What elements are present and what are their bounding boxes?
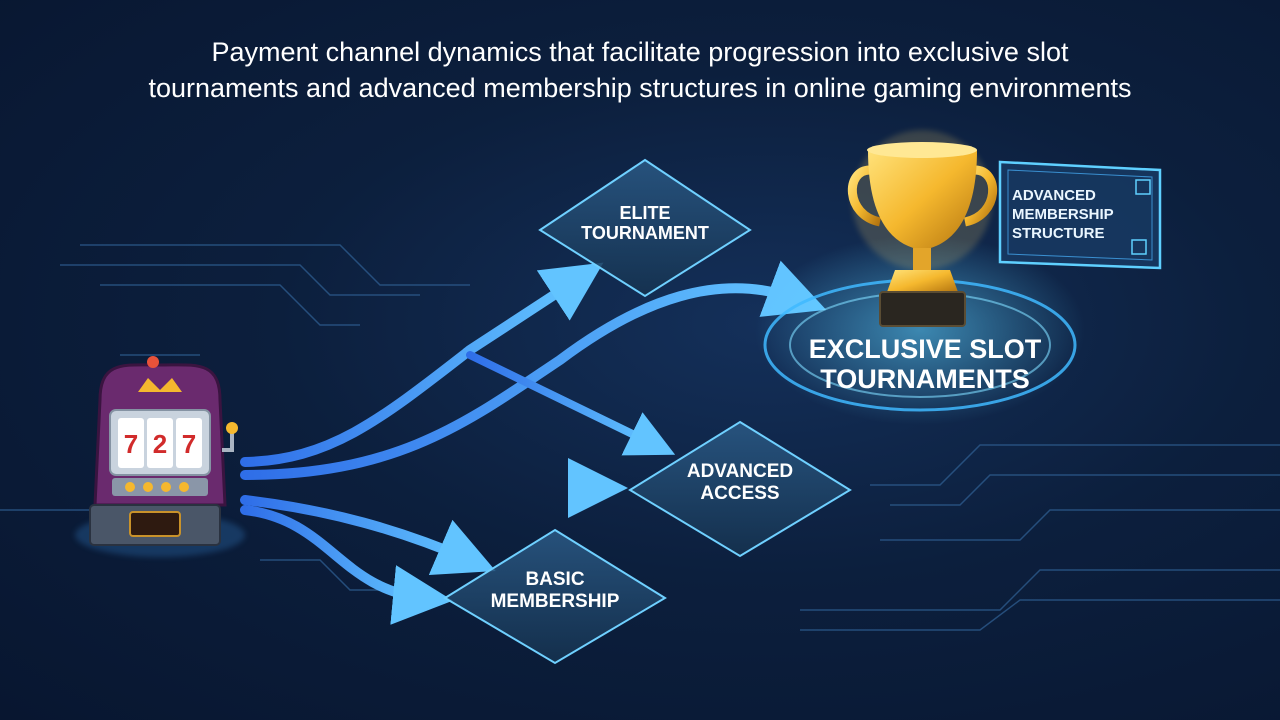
page-title: Payment channel dynamics that facilitate… <box>0 34 1280 106</box>
title-line-2: tournaments and advanced membership stru… <box>148 73 1132 103</box>
trophy-icon <box>847 130 998 327</box>
node-elite-tournament: ELITE TOURNAMENT <box>538 158 752 298</box>
arrow-to-advanced-access-cross <box>466 351 676 456</box>
basic-label-line-1: BASIC <box>525 569 584 590</box>
reel-1: 7 <box>124 429 138 459</box>
title-line-1: Payment channel dynamics that facilitate… <box>211 37 1069 67</box>
arrow-to-exclusive-slot-tournaments <box>240 260 827 480</box>
card-label-line-2: MEMBERSHIP <box>1012 206 1114 223</box>
payment-channel-arrows <box>240 260 827 625</box>
node-basic-membership: BASIC MEMBERSHIP <box>443 528 667 665</box>
advanced-access-label-line-1: ADVANCED <box>687 461 793 482</box>
reel-3: 7 <box>182 429 196 459</box>
circuit-lines-right <box>800 444 1280 631</box>
elite-label-line-1: ELITE <box>619 203 670 223</box>
node-advanced-access: ADVANCED ACCESS <box>628 420 852 558</box>
arrow-to-elite-tournament <box>240 262 604 467</box>
node-exclusive-slot-tournaments: EXCLUSIVE SLOT TOURNAMENTS <box>755 235 1085 425</box>
slot-machine-icon: 7 2 7 <box>75 356 245 557</box>
basic-label-line-2: MEMBERSHIP <box>491 591 620 612</box>
exclusive-label-line-1: EXCLUSIVE SLOT <box>809 334 1042 364</box>
card-label-line-1: ADVANCED <box>1012 187 1096 204</box>
advanced-access-label-line-2: ACCESS <box>700 483 779 504</box>
membership-card-icon: ADVANCED MEMBERSHIP STRUCTURE <box>998 160 1162 270</box>
arrow-to-basic-membership <box>240 495 496 575</box>
exclusive-label-line-2: TOURNAMENTS <box>820 364 1030 394</box>
elite-label-line-2: TOURNAMENT <box>581 223 709 243</box>
arrow-to-basic-membership-lower <box>240 505 453 625</box>
reel-2: 2 <box>153 429 167 459</box>
card-label-line-3: STRUCTURE <box>1012 225 1105 242</box>
